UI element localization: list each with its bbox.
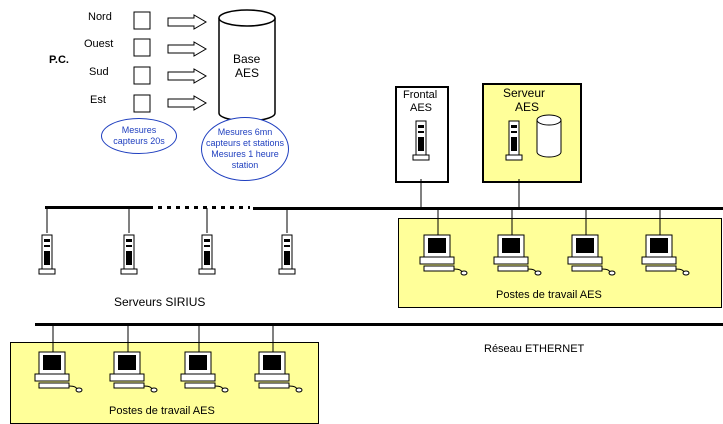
base-note-line: Mesures 6mn bbox=[217, 127, 273, 137]
frontal-tower-icon bbox=[412, 120, 430, 161]
pc-title: P.C. bbox=[49, 54, 69, 66]
postes-right-label: Postes de travail AES bbox=[496, 289, 602, 301]
sirius-server-icon bbox=[278, 234, 296, 275]
serveur-aes-box bbox=[482, 83, 582, 183]
sirius-server-icon bbox=[120, 234, 138, 275]
serveur-tower-icon bbox=[505, 120, 523, 161]
sirius-server-icon bbox=[38, 234, 56, 275]
nord-square bbox=[133, 11, 151, 30]
base-note-line: station bbox=[231, 160, 259, 170]
frontal-label-1: Frontal bbox=[403, 89, 438, 101]
postes-bottom-label: Postes de travail AES bbox=[109, 405, 215, 417]
arrow-est bbox=[167, 95, 207, 111]
ouest-square bbox=[133, 38, 151, 57]
base-note-ellipse: Mesures 6mn capteurs et stations Mesures… bbox=[201, 117, 289, 181]
base-title-2: AES bbox=[235, 66, 260, 80]
region-nord: Nord bbox=[88, 11, 112, 23]
serveur-label-1: Serveur bbox=[503, 86, 546, 100]
workstation-icon bbox=[34, 351, 83, 393]
workstation-icon bbox=[641, 234, 690, 276]
region-est: Est bbox=[90, 94, 106, 106]
top-ethernet-bus-left bbox=[45, 206, 153, 209]
base-note-line: capteurs et stations bbox=[205, 138, 285, 148]
top-ethernet-bus-right bbox=[253, 207, 723, 210]
arrow-sud bbox=[167, 68, 207, 84]
serveur-label-2: AES bbox=[515, 100, 540, 114]
capteurs-note: Mesures capteurs 20s bbox=[113, 125, 165, 146]
region-sud: Sud bbox=[89, 66, 109, 78]
reseau-label: Réseau ETHERNET bbox=[484, 343, 585, 355]
frontal-label-2: AES bbox=[410, 102, 433, 114]
base-title-1: Base bbox=[233, 52, 261, 66]
workstation-icon bbox=[254, 351, 303, 393]
workstation-icon bbox=[493, 234, 542, 276]
workstation-icon bbox=[109, 351, 158, 393]
serveur-disk-icon bbox=[536, 120, 562, 158]
base-note-lines: Mesures 6mn capteurs et stations Mesures… bbox=[204, 127, 286, 171]
base-note-line: Mesures 1 heure bbox=[211, 149, 279, 159]
arrow-nord bbox=[167, 14, 207, 30]
sirius-label: Serveurs SIRIUS bbox=[114, 295, 206, 309]
workstation-icon bbox=[419, 234, 468, 276]
est-square bbox=[133, 94, 151, 113]
sud-square bbox=[133, 66, 151, 85]
workstation-icon bbox=[180, 351, 229, 393]
arrow-ouest bbox=[167, 41, 207, 57]
region-ouest: Ouest bbox=[84, 38, 114, 50]
bottom-ethernet-bus bbox=[35, 323, 723, 326]
sirius-server-icon bbox=[198, 234, 216, 275]
workstation-icon bbox=[567, 234, 616, 276]
capteurs-note-ellipse: Mesures capteurs 20s bbox=[101, 118, 177, 154]
